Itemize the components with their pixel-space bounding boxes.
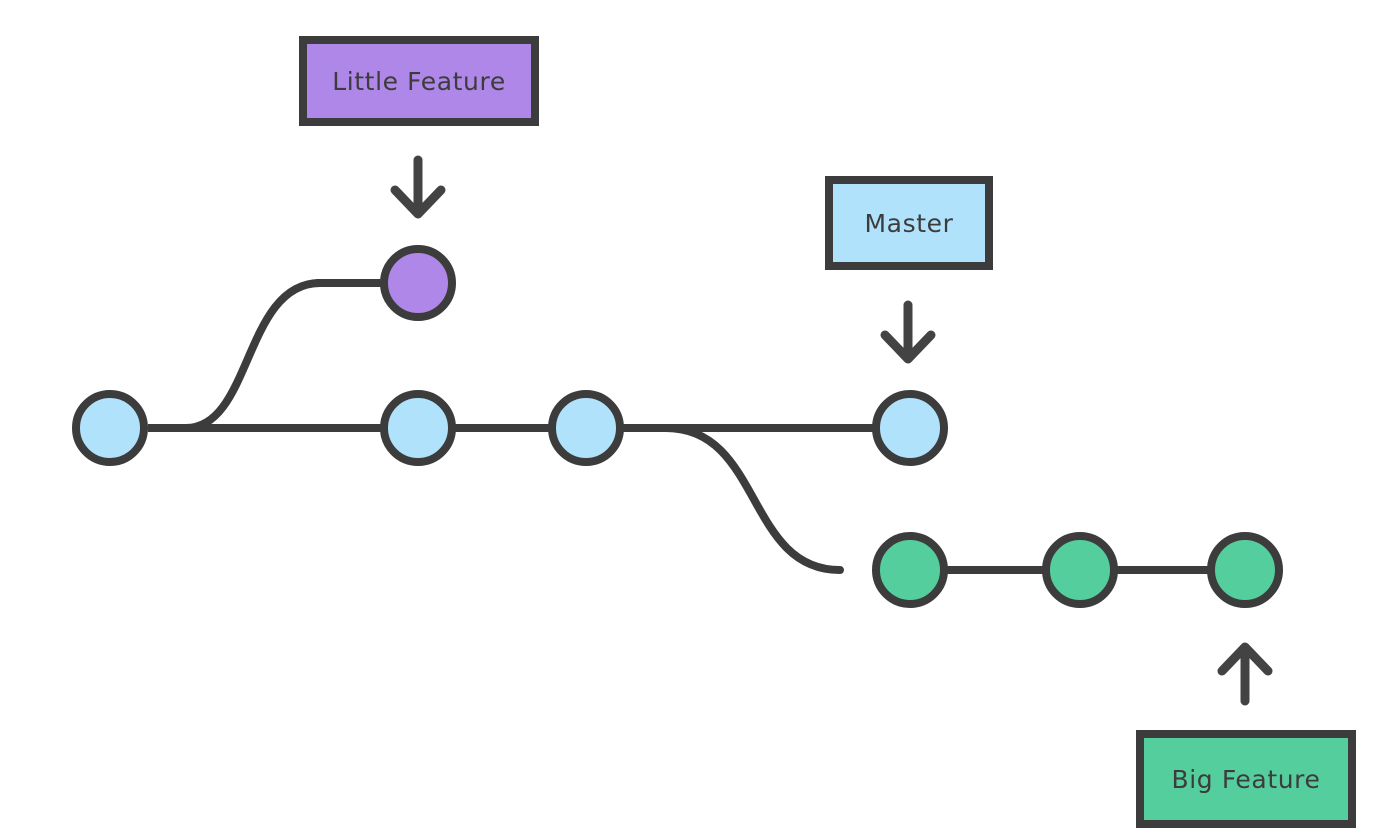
label-box-master[interactable]: Master: [825, 176, 993, 270]
little-feature-commit-nodes: [380, 245, 456, 321]
commit-node-master-4[interactable]: [872, 390, 948, 466]
commit-node-master-3[interactable]: [548, 390, 624, 466]
little-feature-branch-curve: [182, 279, 324, 432]
label-text-little-feature: Little Feature: [332, 66, 506, 96]
big-feature-commit-nodes: [872, 532, 1283, 608]
arrow-head: [880, 330, 936, 364]
arrow-down-little-feature-icon: [390, 155, 446, 219]
commit-node-big-feature-3[interactable]: [1207, 532, 1283, 608]
big-feature-branch-curve: [662, 424, 844, 574]
master-commit-nodes: [72, 390, 948, 466]
label-box-little-feature[interactable]: Little Feature: [299, 36, 539, 126]
label-text-big-feature: Big Feature: [1171, 764, 1321, 794]
label-box-big-feature[interactable]: Big Feature: [1136, 730, 1356, 828]
arrow-head: [390, 185, 446, 219]
label-text-master: Master: [864, 208, 954, 238]
arrow-head: [1217, 642, 1273, 676]
commit-node-big-feature-2[interactable]: [1042, 532, 1118, 608]
commit-node-big-feature-1[interactable]: [872, 532, 948, 608]
commit-node-master-1[interactable]: [72, 390, 148, 466]
commit-node-master-2[interactable]: [380, 390, 456, 466]
commit-node-little-feature-1[interactable]: [380, 245, 456, 321]
arrow-up-big-feature-icon: [1217, 642, 1273, 706]
arrow-down-master-icon: [880, 300, 936, 364]
